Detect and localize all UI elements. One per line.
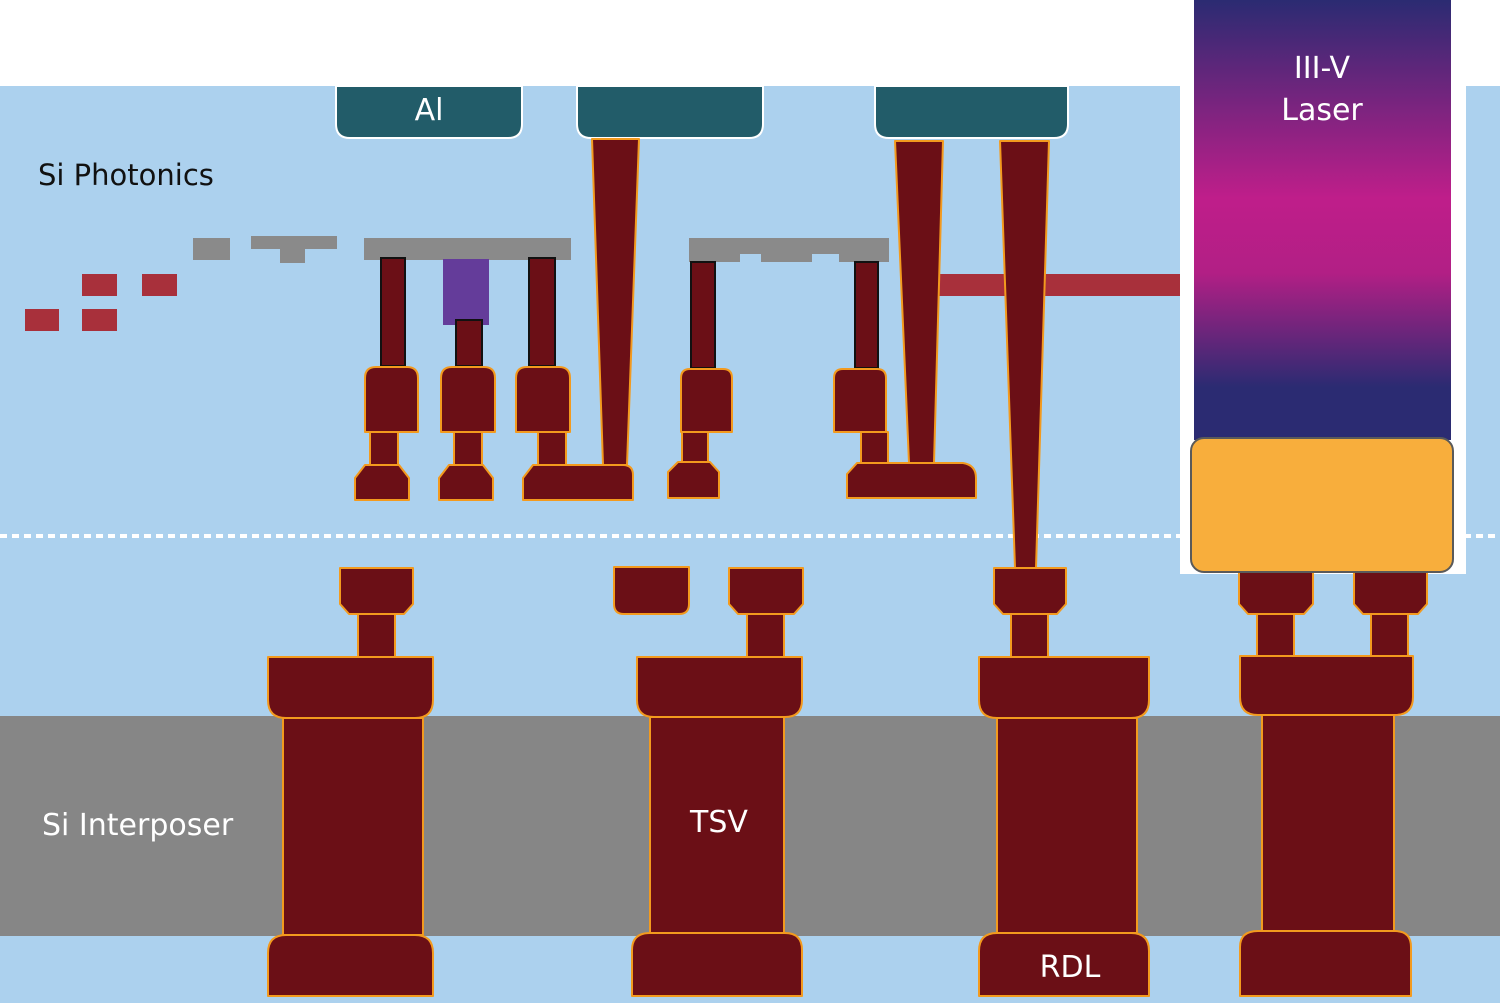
contact-posts — [380, 257, 879, 369]
al-pad-2 — [576, 85, 764, 139]
label-laser-line1: III-V — [1294, 51, 1351, 86]
label-tsv: TSV — [689, 805, 748, 840]
red-waveguides — [25, 274, 1180, 331]
interposer-metal-stacks — [267, 566, 1428, 997]
iii-v-laser — [1194, 0, 1451, 440]
label-rdl: RDL — [1040, 950, 1101, 985]
label-si-photonics: Si Photonics — [38, 158, 214, 192]
label-si-interposer: Si Interposer — [42, 808, 234, 843]
label-al: Al — [415, 93, 444, 128]
grating-coupler — [193, 236, 889, 263]
heater — [443, 259, 489, 325]
label-laser-line2: Laser — [1281, 93, 1363, 128]
solder-bump — [1190, 437, 1454, 573]
al-pad-3 — [874, 85, 1069, 139]
al-pad-1 — [335, 85, 523, 139]
tapered-vias — [591, 138, 1050, 569]
